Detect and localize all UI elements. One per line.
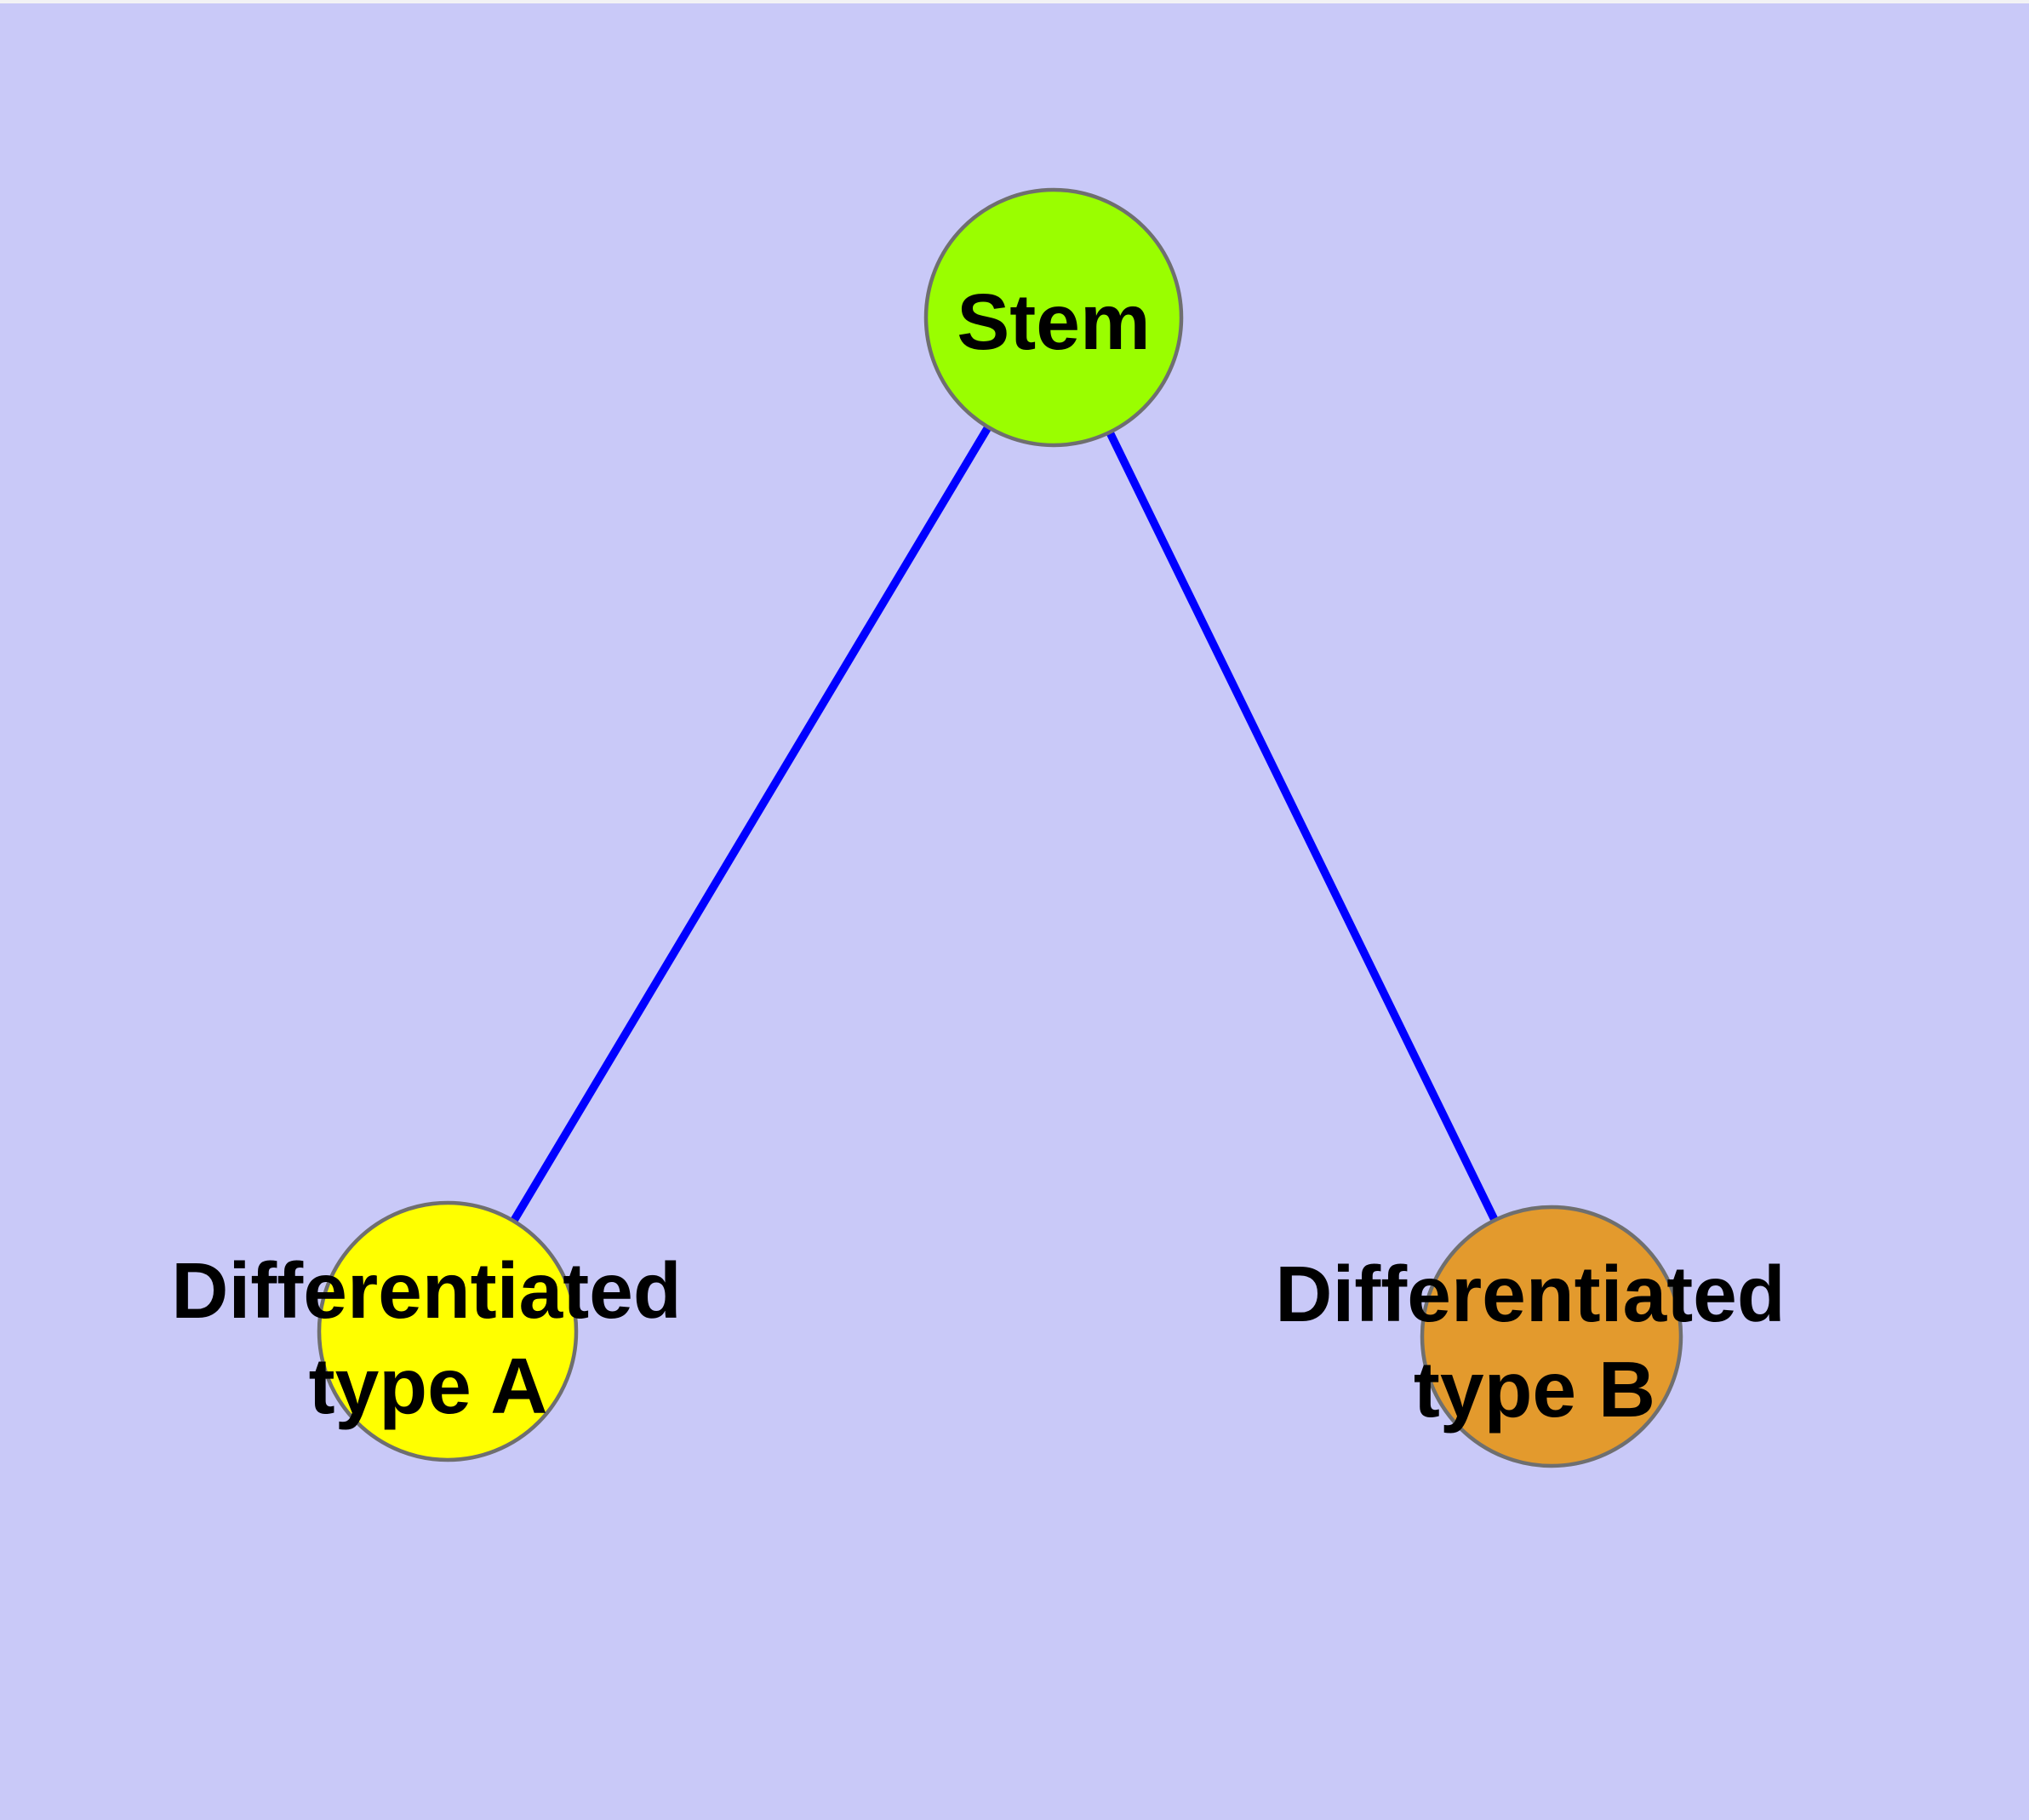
node-label-stem: Stem [957, 278, 1150, 366]
node-label-type-b-line2: type B [1414, 1345, 1655, 1434]
edge-stem-to-type-a [443, 315, 1058, 1334]
node-differentiated-type-a [317, 1200, 579, 1462]
node-label-type-a-line1: Differentiated [171, 1246, 681, 1335]
node-differentiated-type-b [1420, 1205, 1683, 1468]
edge-stem-to-type-b [1049, 315, 1556, 1339]
node-label-type-a-line2: type A [309, 1342, 548, 1430]
window-edge-strip [0, 0, 2029, 3]
node-label-type-b-line1: Differentiated [1275, 1250, 1785, 1338]
node-stem [923, 187, 1184, 448]
